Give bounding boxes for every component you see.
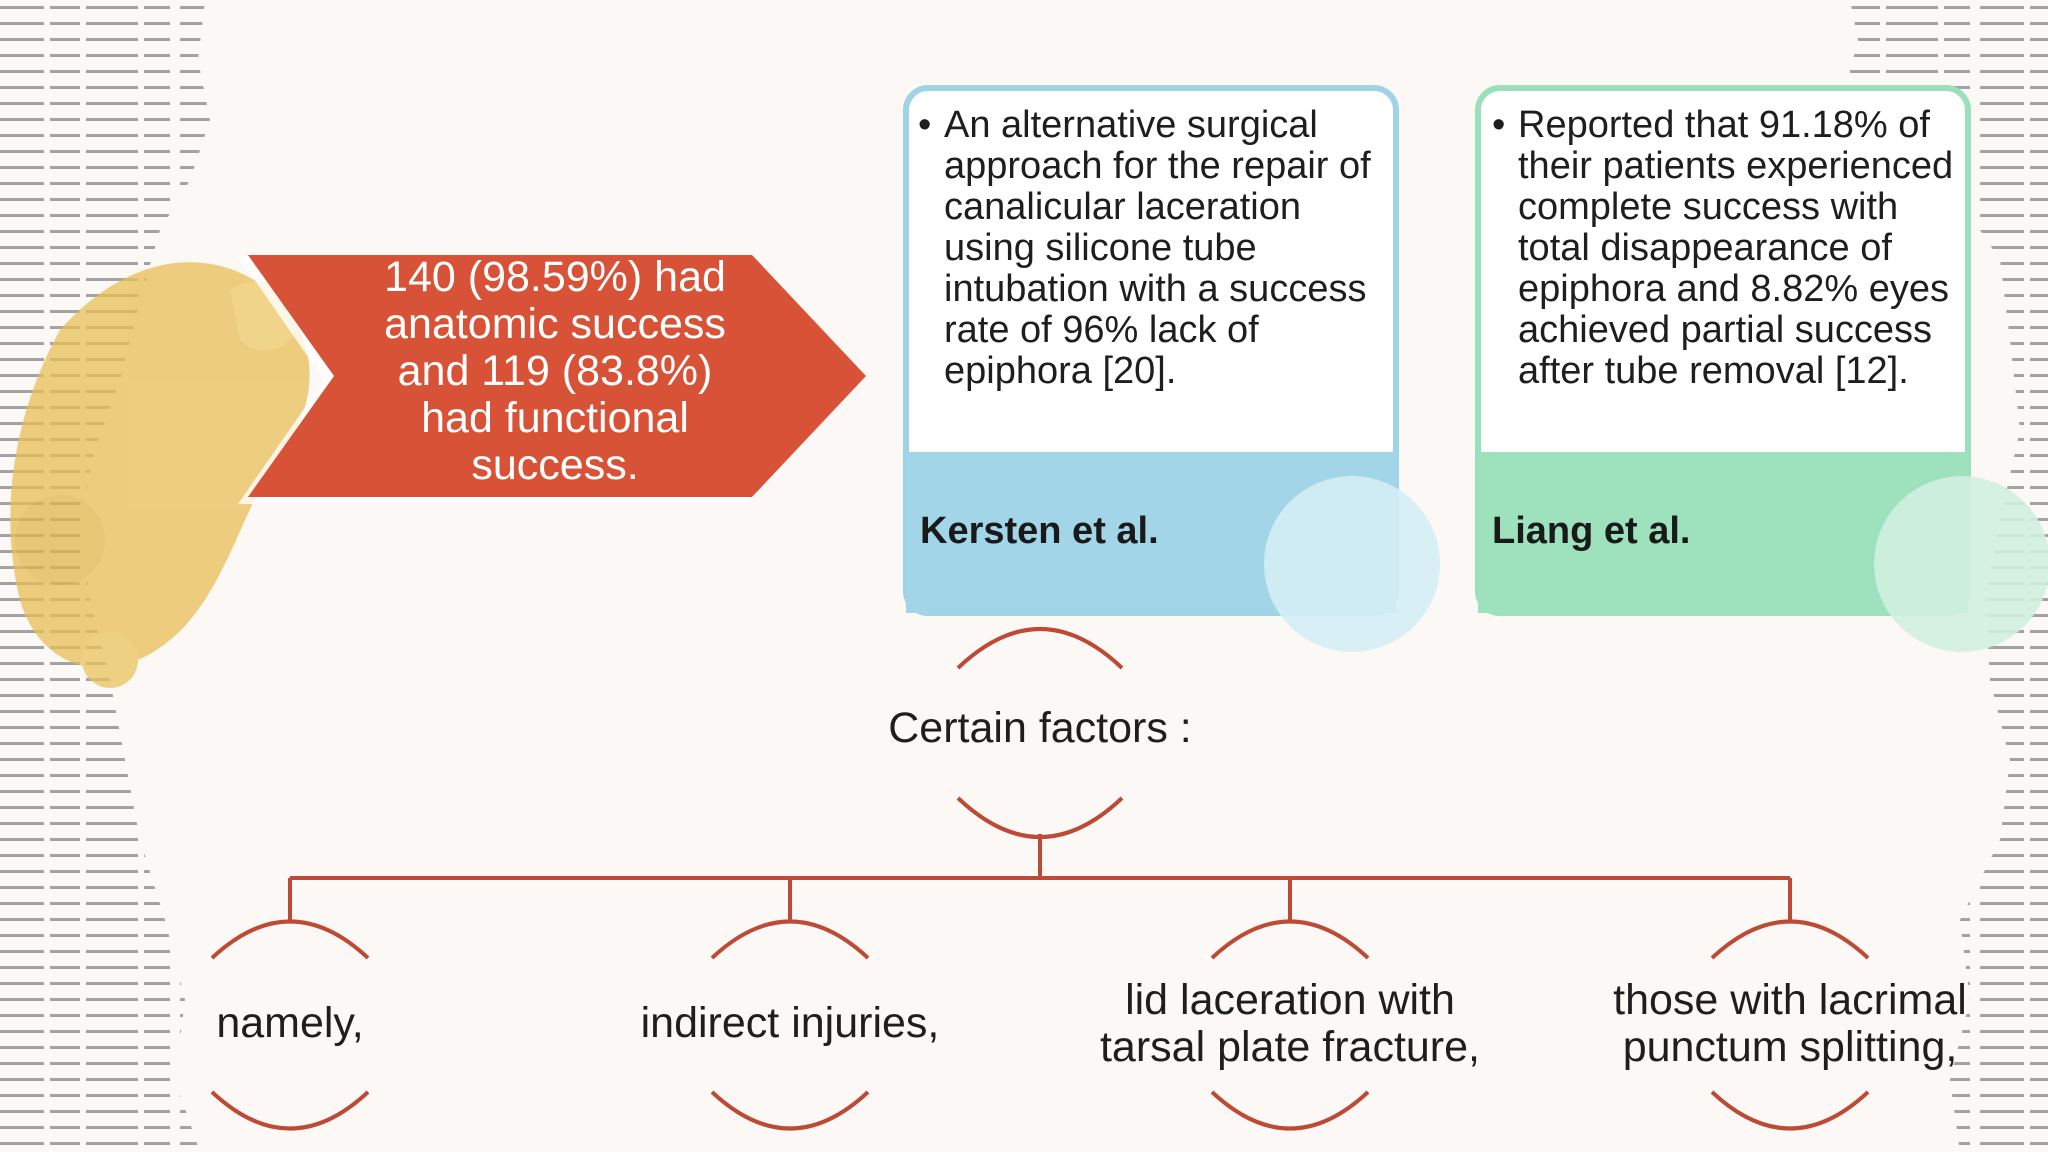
card-liang-bubble	[1874, 476, 2048, 652]
card-kersten-body: An alternative surgical approach for the…	[918, 105, 1380, 445]
child-4-arc-top	[1710, 919, 1870, 960]
card-liang-body: Reported that 91.18% of their patients e…	[1492, 105, 1954, 445]
summary-arrow-fill	[248, 255, 866, 497]
tree-child-3: lid laceration with tarsal plate fractur…	[1099, 976, 1480, 1071]
child-2-arc-bottom	[710, 1090, 870, 1131]
tree-child-2: indirect injuries,	[640, 999, 940, 1047]
child-3-arc-bottom	[1210, 1090, 1370, 1131]
card-liang-bullet: Reported that 91.18% of their patients e…	[1492, 105, 1954, 392]
child-1-arc-bottom	[210, 1090, 370, 1131]
watercolor-splash	[10, 262, 310, 688]
tree-child-1: namely,	[216, 999, 364, 1047]
card-liang-author: Liang et al.	[1492, 510, 1691, 552]
child-3-arc-top	[1210, 919, 1370, 960]
left-text-strip	[0, 0, 210, 1152]
child-2-arc-top	[710, 919, 870, 960]
card-kersten-bubble	[1264, 476, 1440, 652]
root-arc-bottom	[956, 796, 1124, 839]
right-text-strip	[1845, 0, 2048, 1152]
child-4-arc-bottom	[1710, 1090, 1870, 1131]
child-1-arc-top	[210, 919, 370, 960]
tree-child-4: those with lacrimal punctum splitting,	[1613, 976, 1967, 1071]
card-kersten-author: Kersten et al.	[920, 510, 1159, 552]
tree-connectors	[210, 627, 1870, 1131]
root-arc-top	[956, 627, 1124, 670]
tree-root-label: Certain factors :	[888, 704, 1192, 752]
card-kersten-bullet: An alternative surgical approach for the…	[918, 105, 1380, 392]
summary-text: 140 (98.59%) had anatomic success and 11…	[384, 253, 726, 489]
